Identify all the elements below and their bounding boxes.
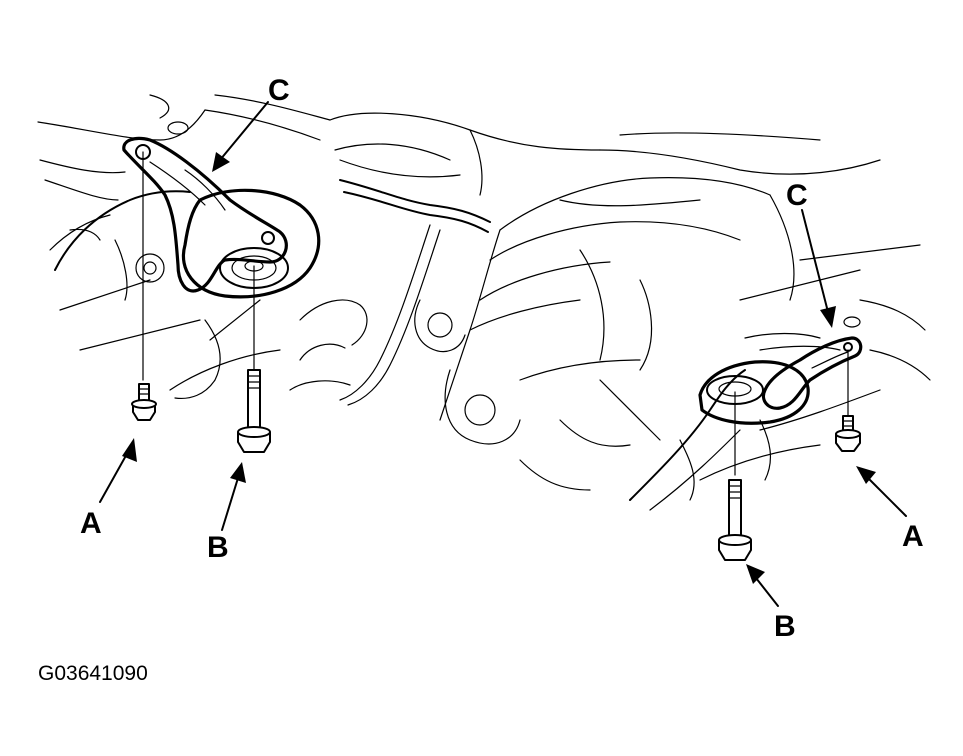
left-bolt-a <box>131 383 157 421</box>
label-right-a: A <box>902 520 924 553</box>
right-bracket-c <box>761 336 863 410</box>
right-guide-lines <box>734 349 849 476</box>
left-guide-lines <box>142 151 255 381</box>
left-bolt-b <box>237 369 271 453</box>
left-bracket-c <box>122 136 288 293</box>
label-right-b: B <box>774 610 796 643</box>
chassis-background <box>37 94 931 511</box>
figure-code: G03641090 <box>38 662 148 685</box>
label-right-c: C <box>786 179 808 212</box>
left-mount-base <box>181 188 321 299</box>
right-mount-assembly <box>698 332 863 425</box>
right-bolt-a <box>835 415 861 452</box>
callout-arrows <box>99 101 907 607</box>
label-left-b: B <box>207 531 229 564</box>
label-left-a: A <box>80 507 102 540</box>
right-bolt-b <box>718 479 752 561</box>
right-mount-base <box>698 360 810 425</box>
label-left-c: C <box>268 74 290 107</box>
